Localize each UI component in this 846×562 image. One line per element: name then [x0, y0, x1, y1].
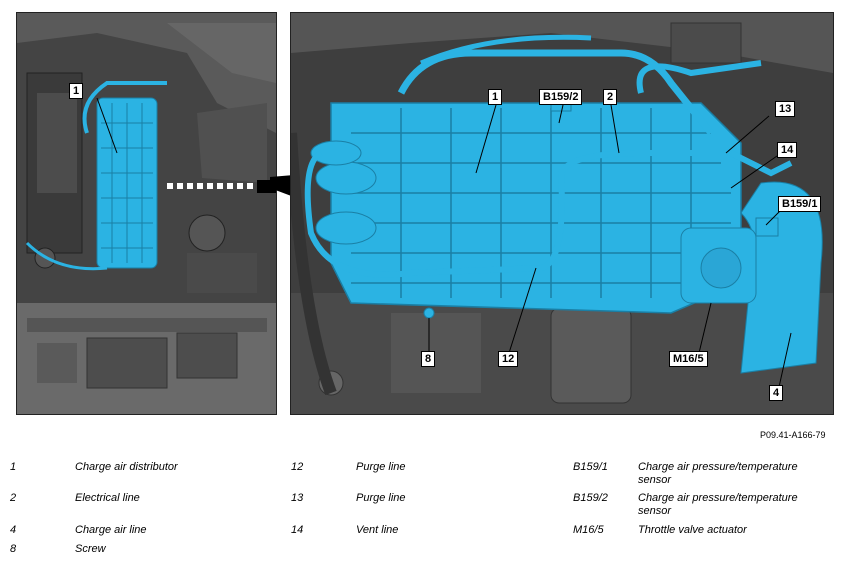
- legend-text: Electrical line: [75, 492, 140, 504]
- legend-text: Charge air pressure/temperature sensor: [638, 492, 798, 517]
- callout-2: 2: [603, 89, 618, 105]
- legend-text: Screw: [75, 543, 106, 555]
- callout-13: 13: [775, 101, 796, 117]
- charge-air-distributor-detail: [291, 13, 833, 414]
- legend-num: 2: [10, 492, 17, 504]
- callout-b159-1: B159/1: [778, 196, 822, 212]
- callout-4: 4: [769, 385, 784, 401]
- legend-num: 1: [10, 461, 17, 473]
- legend-num: 14: [291, 524, 304, 536]
- callout-m16-5: M16/5: [669, 351, 708, 367]
- legend-num: B159/1: [573, 461, 608, 473]
- legend-num: B159/2: [573, 492, 608, 504]
- legend-text: Charge air distributor: [75, 461, 178, 473]
- legend-text: Charge air pressure/temperature sensor: [638, 461, 798, 486]
- overview-illustration: 1: [16, 12, 277, 415]
- figure-reference-code: P09.41-A166-79: [760, 430, 826, 440]
- callout-1: 1: [488, 89, 503, 105]
- legend-num: 8: [10, 543, 17, 555]
- callout-1: 1: [69, 83, 84, 99]
- callout-12: 12: [498, 351, 519, 367]
- callout-8: 8: [421, 351, 436, 367]
- legend-num: 4: [10, 524, 17, 536]
- legend-text: Purge line: [356, 461, 406, 473]
- callout-b159-2: B159/2: [539, 89, 583, 105]
- legend-text: Vent line: [356, 524, 399, 536]
- callout-14: 14: [777, 142, 798, 158]
- legend-text: Charge air line: [75, 524, 147, 536]
- engine-bay-overview: [17, 13, 276, 414]
- legend-num: M16/5: [573, 524, 604, 536]
- legend-num: 13: [291, 492, 304, 504]
- zoom-connector: [270, 175, 294, 197]
- detail-illustration: 1 B159/2 2 13 14 B159/1 8 12 M16/5 4: [290, 12, 834, 415]
- legend-text: Purge line: [356, 492, 406, 504]
- legend-text: Throttle valve actuator: [638, 524, 747, 536]
- legend-num: 12: [291, 461, 304, 473]
